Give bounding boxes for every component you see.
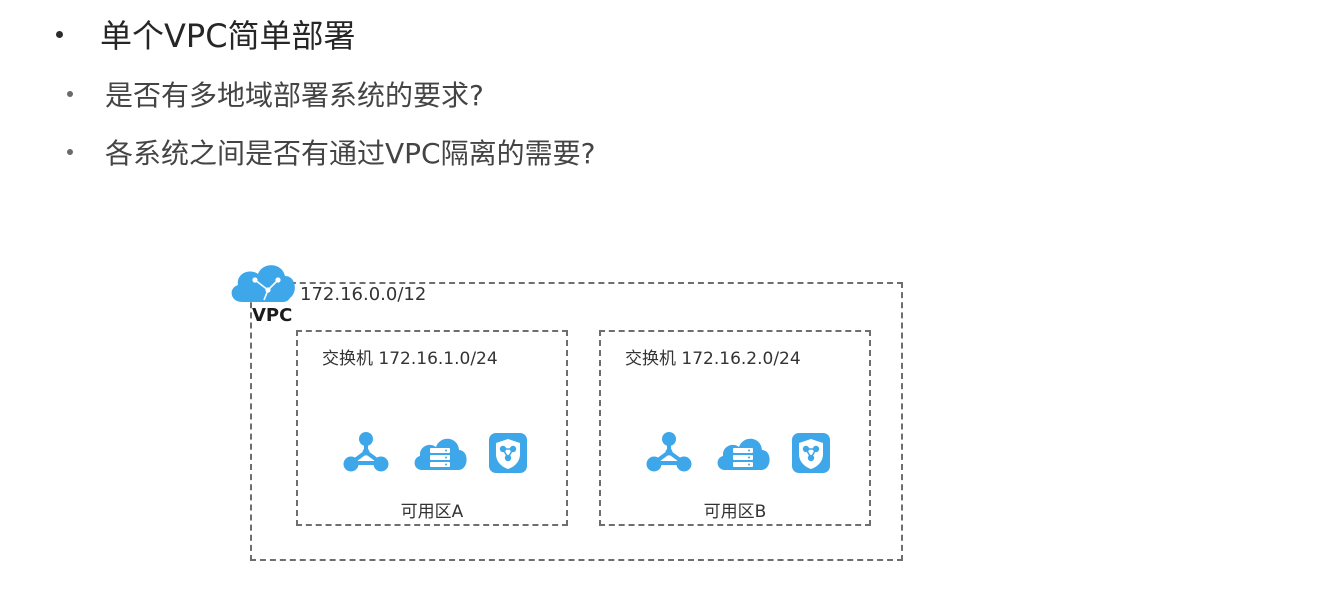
vpc-boundary	[250, 282, 903, 561]
cloud-database-icon	[717, 438, 770, 470]
security-shield-icon	[489, 433, 527, 473]
availability-zone-label: 可用区A	[400, 502, 464, 522]
bullet-item: 是否有多地域部署系统的要求?	[67, 74, 484, 114]
vpc-cloud-icon	[231, 265, 295, 302]
bullet-text: 单个VPC简单部署	[100, 17, 356, 55]
vswitch-title: 交换机 172.16.1.0/24	[322, 349, 498, 369]
security-shield-icon	[792, 433, 830, 473]
cloud-database-icon	[414, 438, 467, 470]
vswitch-title: 交换机 172.16.2.0/24	[625, 349, 801, 369]
vpc-label: VPC	[252, 305, 293, 326]
vswitch-zone-a: 交换机 172.16.1.0/24 可用区A	[296, 330, 568, 526]
bullet-text: 是否有多地域部署系统的要求?	[105, 79, 484, 112]
bullet-dot	[67, 149, 73, 155]
vswitch-zone-b: 交换机 172.16.2.0/24 可用区B	[599, 330, 871, 526]
bullet-item: 各系统之间是否有通过VPC隔离的需要?	[67, 132, 595, 172]
availability-zone-label: 可用区B	[703, 502, 767, 522]
bullet-text: 各系统之间是否有通过VPC隔离的需要?	[105, 137, 596, 170]
vpc-cidr: 172.16.0.0/12	[300, 284, 427, 305]
bullet-item: 单个VPC简单部署	[56, 12, 356, 56]
bullet-dot	[56, 30, 63, 38]
bullet-dot	[67, 91, 73, 97]
slb-network-icon	[343, 432, 389, 472]
slb-network-icon	[646, 432, 692, 472]
